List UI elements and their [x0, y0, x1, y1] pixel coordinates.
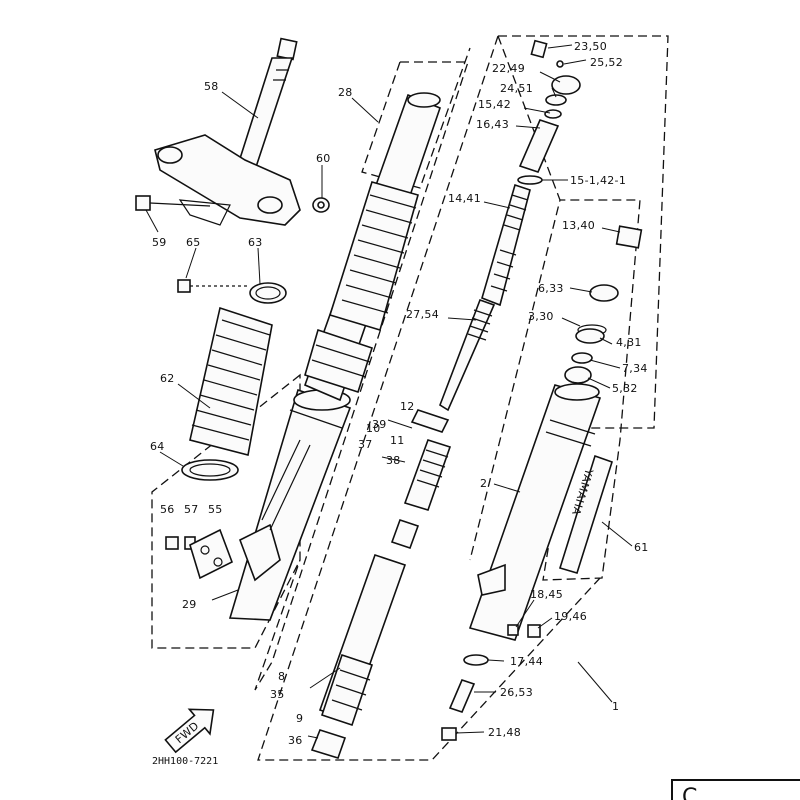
callout-39: 39	[372, 418, 387, 431]
corner-mark-text: C	[682, 785, 697, 800]
callout-27-54: 27,54	[406, 308, 439, 321]
callout-9: 9	[296, 712, 303, 725]
callout-21-48: 21,48	[488, 726, 521, 739]
top-cap-parts	[517, 39, 581, 185]
bolt-65	[177, 279, 250, 293]
callout-62: 62	[160, 372, 175, 385]
callout-24-51: 24,51	[500, 82, 533, 95]
callout-3-30: 3,30	[528, 310, 554, 323]
callout-15-42: 15,42	[478, 98, 511, 111]
clamp-63	[249, 282, 287, 304]
steering-stem	[235, 37, 298, 171]
callout-17-44: 17,44	[510, 655, 543, 668]
callout-15-1-42-1: 15-1,42-1	[570, 174, 626, 187]
fork-boot-62	[189, 306, 273, 456]
callout-28: 28	[338, 86, 353, 99]
leader-lines	[145, 44, 633, 739]
callout-5-32: 5,32	[612, 382, 638, 395]
callout-18-45: 18,45	[530, 588, 563, 601]
callout-25-52: 25,52	[590, 56, 623, 69]
callout-64: 64	[150, 440, 165, 453]
callout-12: 12	[400, 400, 415, 413]
callout-56: 56	[160, 503, 175, 516]
callout-23-50: 23,50	[574, 40, 607, 53]
callout-29: 29	[182, 598, 197, 611]
callout-60: 60	[316, 152, 331, 165]
corner-mark: C	[671, 779, 800, 800]
callout-22-49: 22,49	[492, 62, 525, 75]
washer-60	[312, 197, 330, 213]
callout-61: 61	[634, 541, 649, 554]
callout-58: 58	[204, 80, 219, 93]
callout-63: 63	[248, 236, 263, 249]
callout-65: 65	[186, 236, 201, 249]
bracket-bolt-59	[135, 195, 211, 211]
callout-38: 38	[386, 454, 401, 467]
outline-group-main	[257, 35, 601, 761]
bottom-right-parts	[441, 624, 541, 741]
diagram-code: 2HH100-7221	[152, 756, 218, 767]
outer-tube-29	[228, 388, 352, 621]
callout-11: 11	[390, 434, 405, 447]
clamp-64	[181, 459, 239, 481]
lower-bracket	[154, 134, 301, 226]
damper-rod-27	[439, 298, 496, 412]
callout-13-40: 13,40	[562, 219, 595, 232]
callout-8: 8	[278, 670, 285, 683]
fwd-arrow-icon: FWD	[164, 708, 215, 754]
callout-57: 57	[184, 503, 199, 516]
callout-2: 2	[480, 477, 487, 490]
callout-55: 55	[208, 503, 223, 516]
outer-tube-2	[468, 383, 602, 641]
callout-16-43: 16,43	[476, 118, 509, 131]
callout-36: 36	[288, 734, 303, 747]
inner-tube-28	[303, 92, 442, 402]
spring-14	[481, 183, 531, 307]
callout-19-46: 19,46	[554, 610, 587, 623]
callout-7-34: 7,34	[622, 362, 648, 375]
callout-35: 35	[270, 688, 285, 701]
callout-37: 37	[358, 438, 373, 451]
callout-59: 59	[152, 236, 167, 249]
small-parts-55-56-57	[165, 528, 234, 580]
callout-labels: 58 60 59 65 63 62 64 56 57 55 29 28 12 3…	[150, 40, 649, 747]
callout-1: 1	[612, 700, 619, 713]
callout-14-41: 14,41	[448, 192, 481, 205]
callout-6-33: 6,33	[538, 282, 564, 295]
outline-group-outer-tube	[254, 61, 469, 691]
callout-10: 10	[366, 422, 381, 435]
callout-26-53: 26,53	[500, 686, 533, 699]
seals-right	[564, 225, 643, 384]
outline-group-right	[498, 35, 669, 581]
callout-4-31: 4,31	[616, 336, 642, 349]
damper-parts	[310, 409, 452, 759]
